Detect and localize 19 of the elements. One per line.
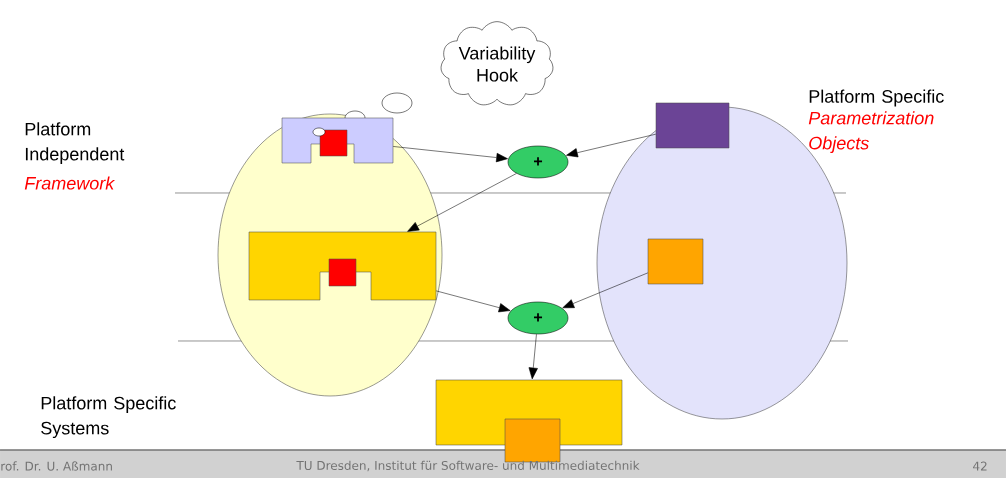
block [655,102,730,149]
arrow [562,272,649,309]
puzzle-piece [281,117,394,164]
arrow [566,133,656,158]
footer-text: rof. Dr. U. Aßmann [1,461,112,471]
block [647,238,704,285]
label: Platform Independent [25,122,125,165]
label: Parametrization Objects [808,111,934,154]
footer-text: 42 [973,461,987,471]
thought-cloud: Variability Hook [344,21,554,126]
label: Platform Specific [809,89,944,107]
arrow [407,173,517,232]
label: Framework [24,176,116,190]
puzzle-piece [248,231,437,301]
arrow [528,333,538,380]
footer-text: TU Dresden, Institut für Software- und Multimediatechnik [296,460,640,472]
arrow [435,290,511,313]
arrow [392,146,508,163]
label: Platform Specific Systems [41,396,176,439]
